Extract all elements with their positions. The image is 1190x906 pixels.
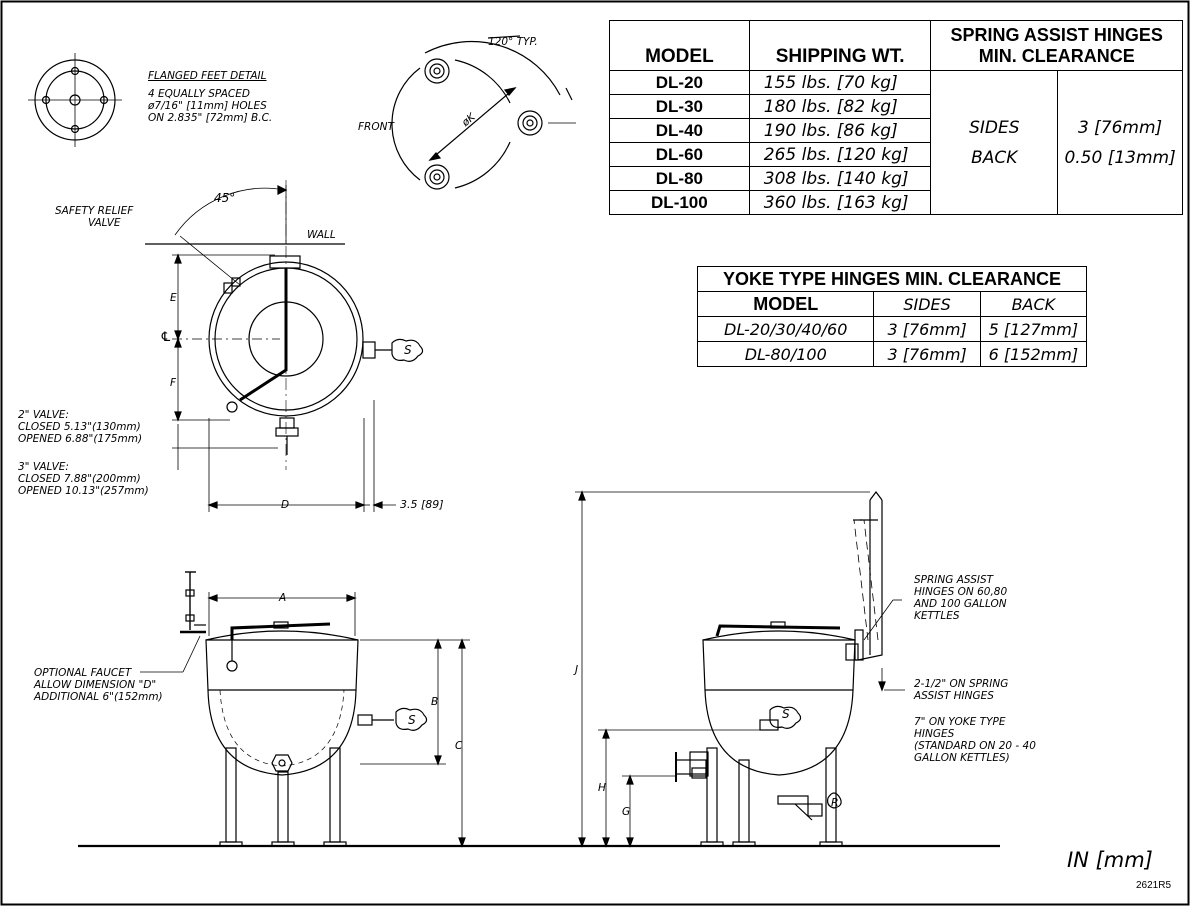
model-cell: DL-100 [609, 190, 750, 215]
return-label: R [831, 796, 839, 809]
flanged-feet-detail [28, 53, 122, 147]
wall-label: WALL [307, 229, 336, 241]
dim-j-label: J [575, 664, 579, 676]
yoke-dim-note-2: HINGES [914, 728, 955, 740]
weight-cell: 190 lbs. [86 kg] [748, 118, 932, 143]
model-cell: DL-80/100 [696, 341, 875, 367]
valve-3-title: 3" VALVE: [18, 461, 69, 473]
flanged-feet-line-1: 4 EQUALLY SPACED [148, 88, 250, 100]
sides-cell: 3 [76mm] [873, 316, 981, 342]
drawing-number: 2621R5 [1136, 880, 1172, 891]
weight-cell: 180 lbs. [82 kg] [748, 94, 932, 119]
valve-2-opened: OPENED 6.88"(175mm) [18, 433, 143, 445]
spring-note-1: SPRING ASSIST [914, 574, 994, 586]
kettle-front-elevation [78, 571, 1000, 848]
hinges-header-line-2: MIN. CLEARANCE [978, 45, 1135, 66]
spring-note-4: KETTLES [914, 610, 960, 622]
dim-h-label: H [598, 782, 606, 794]
model-cell: DL-60 [609, 142, 750, 167]
weight-cell: 360 lbs. [163 kg] [748, 190, 932, 215]
clearance-values-cell: 3 [76mm] 0.50 [13mm] [1057, 70, 1183, 215]
steam-label-top: S [404, 343, 412, 357]
dim-b-label: B [431, 696, 439, 708]
front-label: FRONT [358, 121, 394, 133]
col-header-model: MODEL [696, 291, 875, 317]
valve-3-closed: CLOSED 7.88"(200mm) [18, 473, 141, 485]
kettle-top-view [145, 180, 424, 512]
table-row: DL-20 155 lbs. [70 kg] SIDES BACK 3 [76m… [609, 70, 1183, 215]
table-row: DL-80/100 3 [76mm] 6 [152mm] [696, 341, 1088, 367]
col-header-back: BACK [979, 291, 1088, 317]
dim-a-label: A [279, 592, 287, 604]
model-cell: DL-20/30/40/60 [696, 316, 875, 342]
faucet-note-1: OPTIONAL FAUCET [34, 667, 132, 679]
leg-pattern-detail [391, 35, 576, 190]
back-cell: 6 [152mm] [979, 341, 1088, 367]
steam-label-front: S [408, 713, 416, 727]
valve-2-title: 2" VALVE: [18, 409, 69, 421]
dim-c-label: C [455, 740, 463, 752]
spring-note-2: HINGES ON 60,80 [914, 586, 1008, 598]
table-row: MODEL SIDES BACK [696, 291, 1088, 317]
back-value: 0.50 [13mm] [1064, 147, 1176, 168]
steam-label-side: S [782, 707, 790, 721]
kettle-side-elevation [575, 490, 905, 848]
model-cell: DL-20 [609, 70, 750, 95]
dim-e-label: E [170, 292, 177, 304]
table-row: DL-30 180 lbs. [82 kg] [609, 94, 1183, 119]
valve-3-opened: OPENED 10.13"(257mm) [18, 485, 149, 497]
faucet-note-3: ADDITIONAL 6"(152mm) [34, 691, 163, 703]
weight-cell: 265 lbs. [120 kg] [748, 142, 932, 167]
shipping-weight-table: MODEL SHIPPING WT. SPRING ASSIST HINGES … [609, 20, 1183, 215]
col-header-model: MODEL [609, 20, 750, 71]
table-row: DL-100 360 lbs. [163 kg] [609, 190, 1183, 215]
yoke-hinges-table: YOKE TYPE HINGES MIN. CLEARANCE MODEL SI… [696, 266, 1088, 367]
dim-f-label: F [170, 377, 177, 389]
angle-45-label: 45° [214, 191, 236, 205]
yoke-dim-note-3: (STANDARD ON 20 - 40 [914, 740, 1036, 752]
flanged-feet-line-3: ON 2.835" [72mm] B.C. [148, 112, 273, 124]
spring-dim-note-1: 2-1/2" ON SPRING [914, 678, 1009, 690]
col-header-weight: SHIPPING WT. [748, 20, 932, 71]
table-row: DL-20/30/40/60 3 [76mm] 5 [127mm] [696, 316, 1088, 342]
model-cell: DL-40 [609, 118, 750, 143]
dim-g-label: G [622, 806, 631, 818]
col-header-sides: SIDES [873, 291, 981, 317]
spring-dim-note-2: ASSIST HINGES [914, 690, 994, 702]
sides-label: SIDES [969, 117, 1020, 138]
back-cell: 5 [127mm] [979, 316, 1088, 342]
flanged-feet-line-2: ø7/16" [11mm] HOLES [148, 100, 267, 112]
safety-valve-label-1: SAFETY RELIEF [55, 205, 134, 217]
valve-2-closed: CLOSED 5.13"(130mm) [18, 421, 141, 433]
yoke-dim-note-4: GALLON KETTLES) [914, 752, 1010, 764]
offset-dim-label: 3.5 [89] [400, 498, 444, 511]
table-row: DL-40 190 lbs. [86 kg] [609, 118, 1183, 143]
sides-value: 3 [76mm] [1077, 117, 1163, 138]
dim-d-label: D [281, 499, 290, 511]
yoke-table-title: YOKE TYPE HINGES MIN. CLEARANCE [697, 266, 1087, 292]
typ-angle-label: 120° TYP. [488, 36, 538, 48]
flanged-feet-title: FLANGED FEET DETAIL [148, 70, 267, 82]
units-label: IN [mm] [1067, 848, 1153, 872]
yoke-dim-note-1: 7" ON YOKE TYPE [914, 716, 1006, 728]
weight-cell: 155 lbs. [70 kg] [748, 70, 932, 95]
clearance-labels-cell: SIDES BACK [930, 70, 1059, 215]
spring-note-3: AND 100 GALLON [914, 598, 1007, 610]
faucet-note-2: ALLOW DIMENSION "D" [34, 679, 157, 691]
back-label: BACK [971, 147, 1018, 168]
sides-cell: 3 [76mm] [873, 341, 981, 367]
hinges-header-line-1: SPRING ASSIST HINGES [950, 24, 1163, 45]
col-header-hinges: SPRING ASSIST HINGES MIN. CLEARANCE [930, 20, 1183, 71]
weight-cell: 308 lbs. [140 kg] [748, 166, 932, 191]
model-cell: DL-80 [609, 166, 750, 191]
model-cell: DL-30 [609, 94, 750, 119]
safety-valve-label-2: VALVE [88, 217, 121, 229]
centerline-label: ℄ [160, 330, 172, 345]
